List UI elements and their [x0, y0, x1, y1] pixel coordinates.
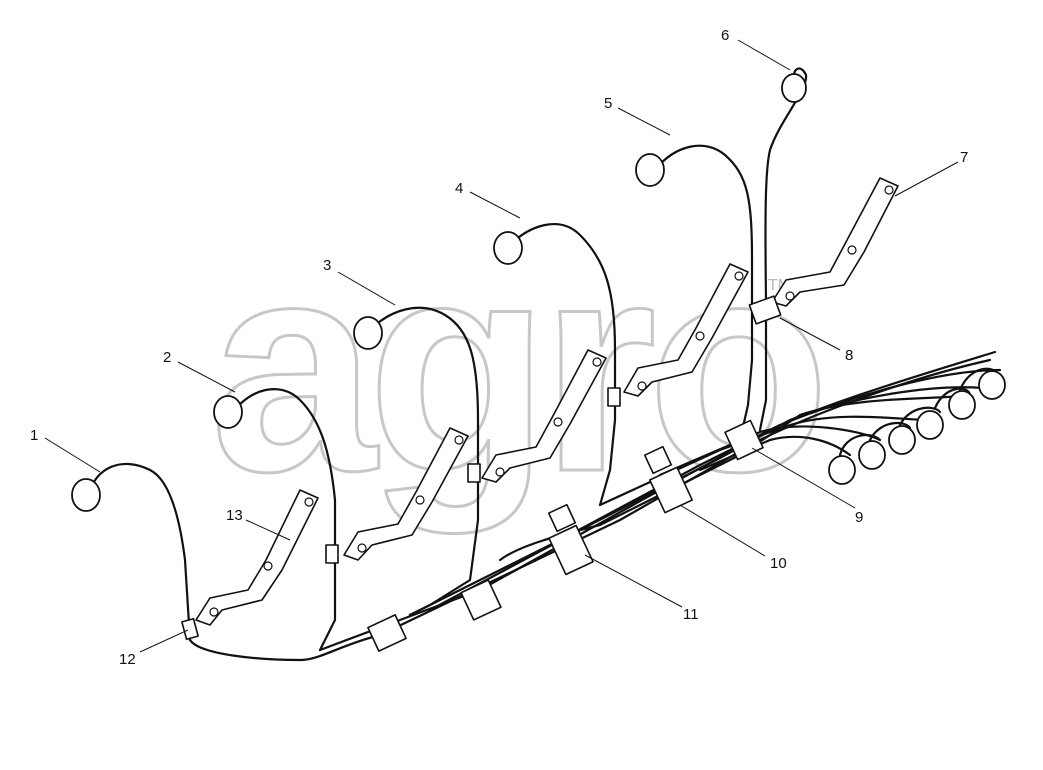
- clamp-8: [748, 295, 782, 325]
- clamp-b: [467, 463, 481, 483]
- callout-5: 5: [604, 95, 612, 112]
- clamp-f: [547, 503, 577, 533]
- clamp-12: [181, 617, 199, 641]
- clamp-g: [643, 445, 673, 475]
- clamp-10: [648, 466, 694, 514]
- line-2: [233, 388, 337, 652]
- brackets: [195, 177, 899, 626]
- clamps: [181, 295, 782, 652]
- callout-10: 10: [770, 555, 787, 572]
- nut-r3: [888, 425, 916, 455]
- bracket-2: [343, 427, 469, 561]
- bracket-13: [195, 489, 319, 626]
- nuts: [71, 73, 1006, 512]
- nut-r1: [828, 455, 856, 485]
- clamp-e: [460, 579, 502, 621]
- line-4: [508, 223, 617, 507]
- clamp-a: [325, 544, 339, 564]
- callout-9: 9: [855, 509, 863, 526]
- callout-7: 7: [960, 149, 968, 166]
- line-right-3: [898, 406, 942, 427]
- callout-3: 3: [323, 257, 331, 274]
- clamp-11: [548, 524, 594, 576]
- callout-2: 2: [163, 349, 171, 366]
- callout-8: 8: [845, 347, 853, 364]
- nut-2: [213, 395, 243, 429]
- nut-4: [493, 231, 523, 265]
- leader-lines: [44, 39, 959, 653]
- line-5: [653, 144, 754, 442]
- pipe-bundle: [188, 350, 1002, 662]
- line-right-2: [868, 421, 912, 442]
- line-6: [758, 67, 808, 432]
- callout-12: 12: [119, 651, 136, 668]
- callout-13: 13: [226, 507, 243, 524]
- injector-lines: [88, 67, 1000, 652]
- clamp-c: [607, 387, 621, 407]
- line-1: [88, 462, 192, 642]
- line-right-1: [838, 433, 882, 457]
- bracket-7: [771, 177, 899, 307]
- callout-11: 11: [683, 606, 699, 623]
- nut-r2: [858, 440, 886, 470]
- nut-r5: [948, 390, 976, 420]
- bracket-3: [481, 349, 607, 483]
- bracket-4: [623, 263, 749, 397]
- nut-6: [781, 73, 807, 103]
- nut-3: [353, 316, 383, 350]
- nut-r6: [978, 370, 1006, 400]
- nut-1: [71, 478, 101, 512]
- callout-labels: 1 2 3 4 5 6 7 8 9 10 11 12 13: [30, 27, 968, 668]
- line-3: [368, 306, 480, 617]
- callout-4: 4: [455, 180, 463, 197]
- callout-1: 1: [30, 427, 38, 444]
- nut-r4: [916, 410, 944, 440]
- clamp-9: [724, 419, 764, 461]
- nut-5: [635, 153, 665, 187]
- clamp-d: [367, 614, 407, 652]
- callout-6: 6: [721, 27, 729, 44]
